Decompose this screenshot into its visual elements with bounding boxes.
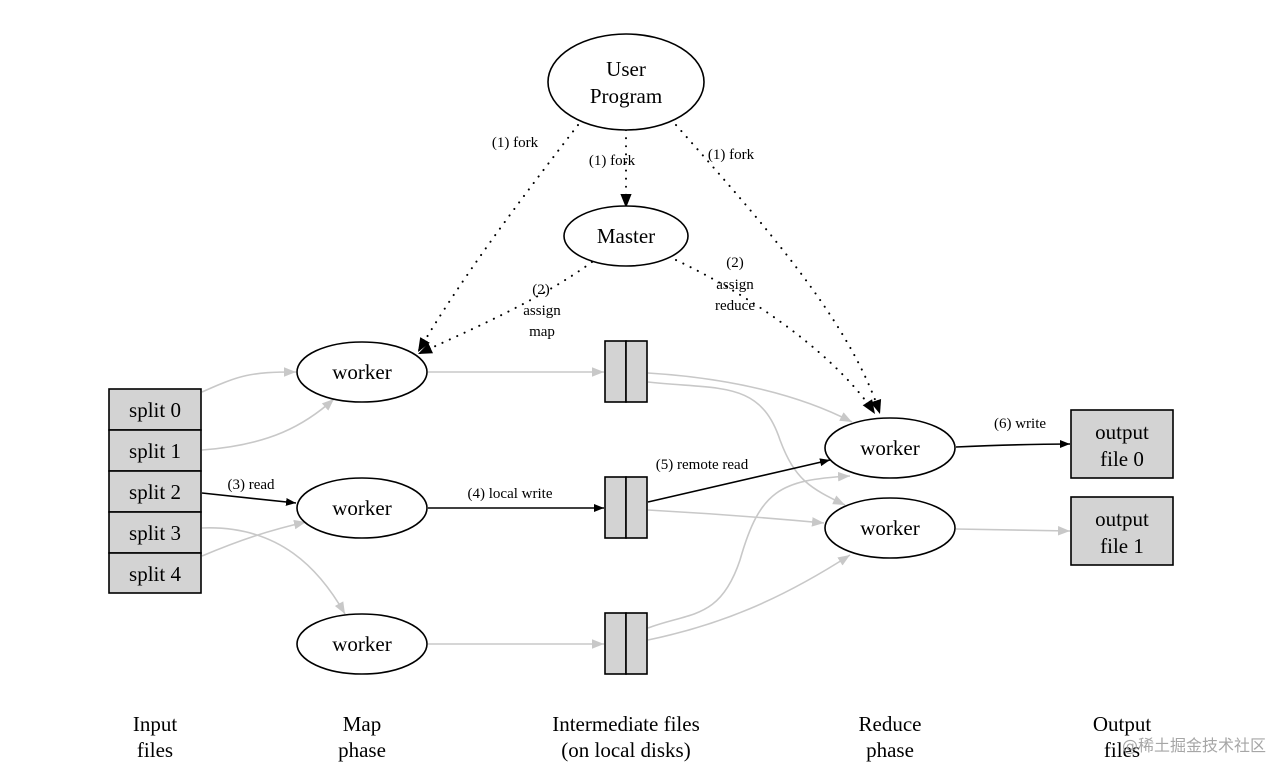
phase-label-input: Input files	[133, 712, 177, 762]
input-split: split 4	[108, 552, 202, 594]
phase-label-line2: phase	[866, 738, 914, 762]
worker-label: worker	[332, 632, 391, 656]
edge-split4-worker2	[201, 519, 307, 557]
edge-label-fork-left: (1) fork	[492, 135, 539, 151]
edge-assign-reduce	[675, 259, 876, 415]
output-file: output file 1	[1070, 496, 1174, 566]
split-label: split 4	[129, 562, 181, 586]
worker-label: worker	[332, 496, 391, 520]
phase-label-intermediate: Intermediate files (on local disks)	[552, 712, 700, 762]
user-program-label-line2: Program	[590, 84, 662, 108]
edge-label-assign-reduce-line1: (2)	[726, 255, 744, 271]
output-file-label-line2: file 1	[1100, 534, 1144, 558]
phase-label-line1: Reduce	[859, 712, 922, 736]
edge-intermediate1-reduce1	[647, 372, 853, 423]
intermediate-file	[604, 612, 648, 675]
phase-label-output: Output files	[1093, 712, 1152, 762]
split-label: split 1	[129, 439, 181, 463]
phase-label-line2: files	[1104, 738, 1140, 762]
input-split: split 2	[108, 470, 202, 513]
split-label: split 0	[129, 398, 181, 422]
phase-label-reduce: Reduce phase	[859, 712, 922, 762]
edge-intermediate2-reduce1-remote-read	[647, 458, 831, 503]
phase-label-line2: files	[137, 738, 173, 762]
edge-split0-worker1	[201, 367, 297, 393]
phase-label-map: Map phase	[338, 712, 386, 762]
edge-fork-reduce-worker	[675, 124, 882, 415]
edge-split2-worker2-read	[201, 492, 297, 506]
user-program-label-line1: User	[606, 57, 646, 81]
worker-label: worker	[860, 516, 919, 540]
input-split: split 0	[108, 388, 202, 431]
edge-label-assign-map-line2: assign	[523, 303, 561, 319]
edge-label-assign-map-line1: (2)	[532, 282, 550, 298]
output-file-label-line1: output	[1095, 420, 1149, 444]
phase-label-line2: phase	[338, 738, 386, 762]
input-split: split 1	[108, 429, 202, 472]
input-split: split 3	[108, 511, 202, 554]
phase-label-line1: Map	[343, 712, 382, 736]
edge-label-remote-read: (5) remote read	[656, 457, 749, 473]
edge-label-local-write: (4) local write	[468, 486, 553, 502]
phase-label-line1: Input	[133, 712, 177, 736]
master-node: Master	[563, 205, 689, 267]
split-label: split 3	[129, 521, 181, 545]
worker-label: worker	[860, 436, 919, 460]
map-worker-node: worker	[296, 613, 428, 675]
edge-label-assign-map-line3: map	[529, 324, 555, 340]
edge-label-assign-reduce-line3: reduce	[715, 298, 755, 314]
split-label: split 2	[129, 480, 181, 504]
edge-intermediate1-reduce2	[647, 381, 846, 506]
output-file-label-line2: file 0	[1100, 447, 1144, 471]
phase-label-line1: Intermediate files	[552, 712, 700, 736]
edge-split3-worker3	[201, 527, 346, 615]
master-label: Master	[597, 224, 655, 248]
edge-assign-map	[417, 261, 593, 355]
edge-label-write: (6) write	[994, 416, 1046, 432]
edge-intermediate2-reduce2	[647, 509, 825, 527]
edge-label-fork-center: (1) fork	[589, 153, 636, 169]
intermediate-file	[604, 476, 648, 539]
edge-label-read: (3) read	[227, 477, 275, 493]
reduce-worker-node: worker	[824, 417, 956, 479]
map-worker-node: worker	[296, 477, 428, 539]
phase-label-line2: (on local disks)	[561, 738, 690, 762]
edge-label-assign-reduce-line2: assign	[716, 277, 754, 293]
edge-split1-worker1	[201, 398, 335, 451]
edge-reduce2-output1	[955, 525, 1071, 536]
map-worker-node: worker	[296, 341, 428, 403]
user-program-node: User Program	[547, 33, 705, 131]
edge-intermediate3-reduce1	[647, 471, 851, 629]
watermark: @稀土掘金技术社区	[1121, 736, 1266, 755]
phase-label-line1: Output	[1093, 712, 1152, 736]
reduce-worker-node: worker	[824, 497, 956, 559]
edge-label-fork-right: (1) fork	[708, 147, 755, 163]
edge-reduce1-output0-write	[955, 440, 1071, 449]
worker-label: worker	[332, 360, 391, 384]
output-file: output file 0	[1070, 409, 1174, 479]
edge-intermediate3-reduce2	[647, 554, 851, 641]
intermediate-file	[604, 340, 648, 403]
input-files-stack: split 0 split 1 split 2 split 3 split 4	[108, 388, 202, 594]
output-file-label-line1: output	[1095, 507, 1149, 531]
